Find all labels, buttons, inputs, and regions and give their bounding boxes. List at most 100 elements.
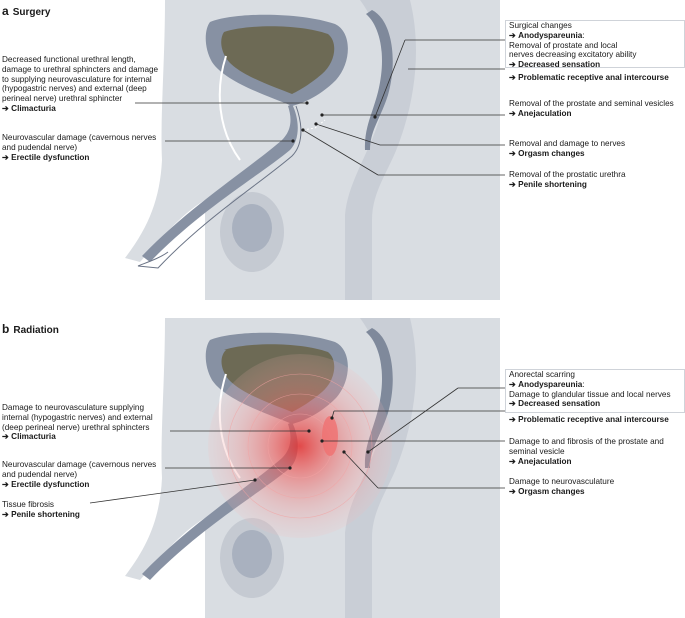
outcome-label: Erectile dysfunction [11,152,90,162]
note-line: Decreased functional urethral length, [2,55,136,64]
outcome-label: Anejaculation [517,108,572,118]
outcome-label: Anejaculation [517,456,572,466]
note-line: Damage to neurovasculature [509,477,615,486]
note-anorectal-scarring: Anorectal scarring ➔ Anodyspareunia: Dam… [509,370,671,409]
outcome-orgasm-changes: ➔ Orgasm changes [509,149,625,159]
note-line: perineal nerve) urethral sphincter [2,94,123,104]
leader-dots-radiation [253,416,370,482]
note-line: Damage to glandular tissue and local ner… [509,389,671,399]
note-line: Damage to and fibrosis of the prostate a… [509,437,664,446]
note-problematic-receptive: ➔ Problematic receptive anal intercourse [509,415,669,425]
outcome-label: Problematic receptive anal intercourse [518,73,669,82]
note-line: Removal of the prostate and seminal vesi… [509,99,674,108]
note-line: Removal of the prostatic urethra [509,170,626,179]
note-problematic-receptive: ➔ Problematic receptive anal intercourse [509,73,669,83]
arrow-icon: ➔ [509,399,516,409]
note-line: Neurovascular damage (cavernous nerves [2,460,157,469]
arrow-icon: ➔ [509,108,516,118]
note-penile-shortening: Removal of the prostatic urethra ➔ Penil… [509,170,626,190]
note-line: nerves decreasing excitatory ability [509,50,637,60]
arrow-icon: ➔ [2,432,9,442]
anorectal-scarring-box [505,369,685,413]
note-line: Tissue fibrosis [2,500,55,509]
note-line: (hypogastric nerves) and external (deep [2,84,147,94]
arrow-icon: ➔ [509,456,516,466]
anatomy-illustration-surgery [125,0,505,300]
arrow-icon: ➔ [509,73,516,82]
note-line: damage to urethral sphincters and damage [2,64,159,74]
arrow-icon: ➔ [2,509,9,519]
note-erectile-dysfunction: Neurovascular damage (cavernous nerves a… [2,133,156,162]
outcome-label: Decreased sensation [518,399,601,409]
note-line: and pudendal nerve) [2,142,78,152]
outcome-label: Problematic receptive anal intercourse [518,415,669,424]
panel-letter: a [2,4,9,18]
outcome-orgasm-changes: ➔ Orgasm changes [509,487,614,497]
note-erectile-dysfunction: Neurovascular damage (cavernous nerves a… [2,460,156,489]
outcome-decreased-sensation: ➔ Decreased sensation [509,60,636,70]
panel-title: Radiation [13,325,59,336]
outcome-climacturia: ➔ Climacturia [2,432,153,442]
outcome-penile-shortening: ➔ Penile shortening [2,510,80,520]
box-heading: Surgical changes [509,21,572,30]
outcome-penile-shortening: ➔ Penile shortening [509,180,626,190]
note-line: Neurovascular damage (cavernous nerves [2,133,157,142]
outcome-problematic-receptive: ➔ Problematic receptive anal intercourse [509,73,669,83]
outcome-erectile-dysfunction: ➔ Erectile dysfunction [2,480,156,490]
outcome-label: Climacturia [11,432,56,442]
note-climacturia: Damage to neurovasculature supplying int… [2,403,153,442]
outcome-label: Penile shortening [518,179,587,189]
note-climacturia: Decreased functional urethral length, da… [2,55,158,114]
arrow-icon: ➔ [2,479,9,489]
outcome-suffix: : [582,379,585,389]
leader-lines-surgery [135,39,505,176]
outcome-suffix: : [582,30,585,40]
arrow-icon: ➔ [509,30,516,40]
note-orgasm-changes: Removal and damage to nerves ➔ Orgasm ch… [509,139,625,159]
note-line: Removal and damage to nerves [509,139,626,148]
arrow-icon: ➔ [2,152,9,162]
radiation-field [208,354,392,538]
outcome-label: Penile shortening [11,509,80,519]
outcome-label: Orgasm changes [518,486,585,496]
note-line: seminal vesicle [509,446,565,456]
note-orgasm-changes: Damage to neurovasculature ➔ Orgasm chan… [509,477,614,497]
note-surgical-changes: Surgical changes ➔ Anodyspareunia: Remov… [509,21,636,70]
note-penile-shortening: Tissue fibrosis ➔ Penile shortening [2,500,80,520]
arrow-icon: ➔ [509,486,516,496]
surgical-changes-box [505,20,685,68]
note-line: to supplying neurovasculature for intern… [2,74,152,84]
arrow-icon: ➔ [509,415,516,424]
outcome-decreased-sensation: ➔ Decreased sensation [509,399,671,409]
outcome-anejaculation: ➔ Anejaculation [509,457,664,467]
outcome-climacturia: ➔ Climacturia [2,104,158,114]
note-line: Damage to neurovasculature supplying [2,403,145,412]
note-line: and pudendal nerve) [2,469,78,479]
outcome-erectile-dysfunction: ➔ Erectile dysfunction [2,153,156,163]
panel-title: Surgery [12,7,51,18]
note-line: (deep perineal nerve) urethral sphincter… [2,422,150,432]
outcome-label: Climacturia [11,103,56,113]
arrow-icon: ➔ [509,60,516,70]
arrow-icon: ➔ [509,379,516,389]
note-anejaculation: Removal of the prostate and seminal vesi… [509,99,674,119]
outcome-label: Decreased sensation [518,60,601,70]
outcome-label: Orgasm changes [518,148,585,158]
outcome-label: Erectile dysfunction [11,479,90,489]
note-line: Removal of prostate and local [509,40,618,50]
outcome-anodyspareunia: Anodyspareunia [518,30,583,40]
arrow-icon: ➔ [509,179,516,189]
box-heading: Anorectal scarring [509,370,575,379]
leader-dots-surgery [291,101,377,143]
panel-letter: b [2,322,10,336]
leader-lines-radiation [89,387,505,504]
anatomy-illustration-radiation [89,318,505,618]
outcome-anejaculation: ➔ Anejaculation [509,109,674,119]
note-line: internal (hypogastric nerves) and extern… [2,412,153,422]
outcome-problematic-receptive: ➔ Problematic receptive anal intercourse [509,415,669,425]
note-anejaculation: Damage to and fibrosis of the prostate a… [509,437,664,466]
